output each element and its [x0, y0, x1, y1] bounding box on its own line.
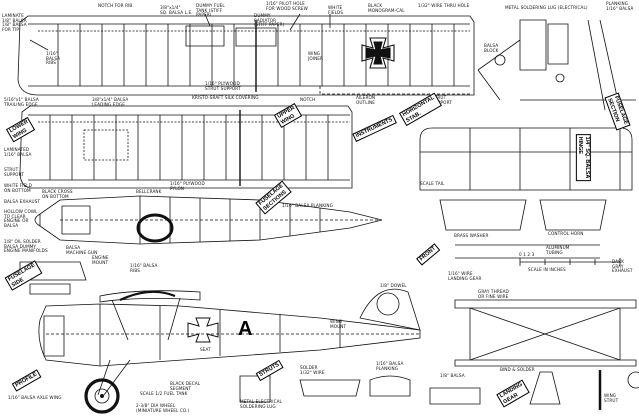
label-wire-hole: 1/32" WIRE THRU HOLE	[418, 3, 470, 8]
label-wire-wheel: 2-3/8" DIA WHEEL(MINIATURE WHEEL CO.)	[136, 403, 190, 413]
label-brass-washer: BRASS WASHER	[454, 233, 489, 238]
landing-gear	[86, 360, 130, 412]
label-ruler-numbers: 0 1 2 3	[519, 252, 535, 257]
label-scale-fuel-tank: SCALE 1/2 FUEL TANK	[140, 391, 188, 396]
iron-cross-upper	[362, 38, 394, 68]
label-notch-for-rib: NOTCH FOR RIB	[98, 3, 133, 8]
label-seat: SEAT	[200, 347, 211, 352]
label-balsa-planking: 1/16" BALSA PLANKING	[282, 203, 333, 208]
detail-sketches	[240, 376, 480, 404]
upper-wing-planform	[18, 14, 474, 95]
scale-ruler	[520, 258, 620, 266]
fuselage-side-view	[39, 289, 420, 366]
label-dowel: 1/8" DOWEL	[380, 283, 407, 288]
label-bind-solder: BIND & SOLDER	[500, 367, 535, 372]
label-control-horn: CONTROL HORN	[548, 231, 584, 236]
lower-wing-planform	[20, 106, 352, 188]
label-balsa-exhaust: BALSA EXHAUST	[4, 199, 41, 204]
label-balsa-axle: 1/16" BALSA AXLE WING	[8, 395, 62, 400]
horizontal-stabilizer	[420, 128, 632, 258]
label-scale-inches: SCALE IN INCHES	[528, 267, 566, 272]
label-notch: NOTCH	[300, 97, 316, 102]
label-bellcrank: BELLCRANK	[136, 189, 162, 194]
label-scale-tail: SCALE TAIL	[420, 181, 445, 186]
label-balsa-1-8: 1/8" BALSA	[440, 373, 465, 378]
fuselage-top-view	[35, 196, 382, 244]
iron-cross-side	[188, 318, 218, 342]
rigging-front-view	[455, 300, 639, 410]
label-kristo-silk: KRISTO-SRAFT SILK COVERING	[192, 95, 259, 100]
label-ply-sq-balsa: 3/8"x1/4"SQ. BALSA L.E.	[160, 5, 193, 15]
label-metal-lug: METAL SOLDERING LUG (ELECTRICAL)	[505, 5, 588, 10]
cross-insignia-letter: A	[238, 318, 253, 340]
